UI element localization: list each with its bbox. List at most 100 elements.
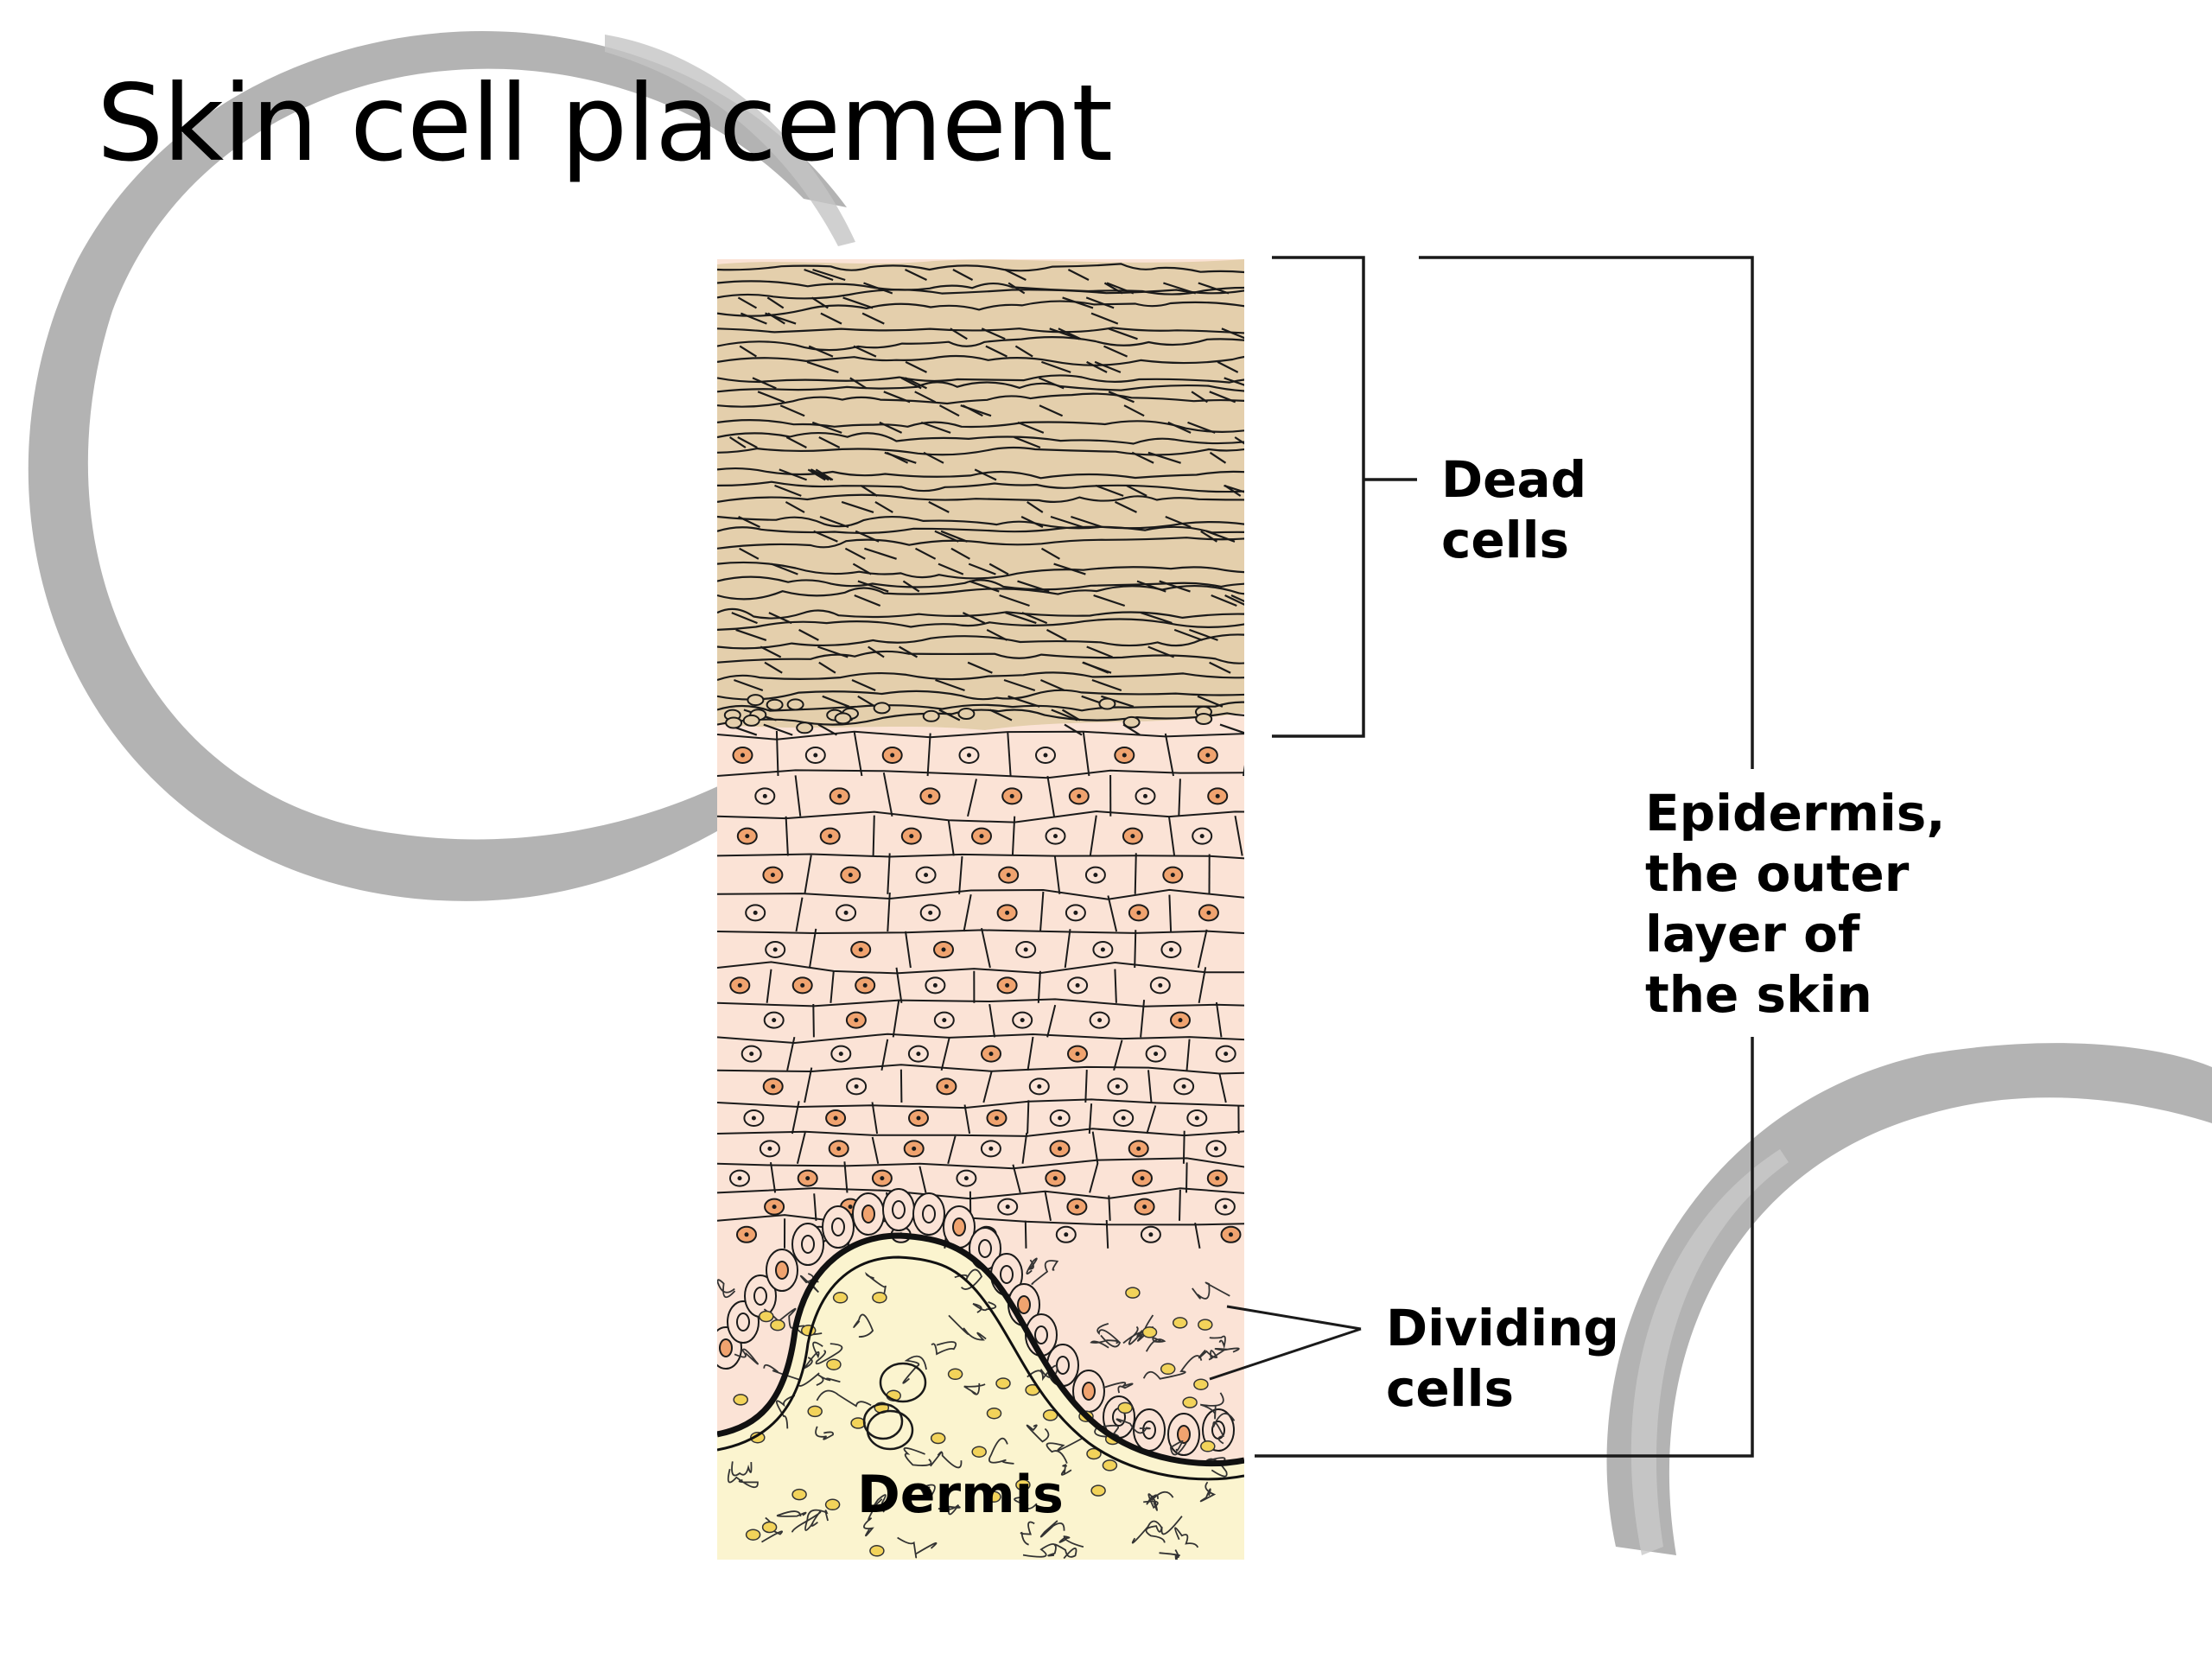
dermis-fiber bbox=[1090, 1339, 1120, 1349]
dead-cell-edge bbox=[1085, 296, 1115, 309]
cell-nucleolus bbox=[1206, 910, 1211, 915]
dead-cell-edge bbox=[1126, 484, 1147, 497]
basal-nucleus bbox=[978, 1239, 992, 1258]
dermis-fiber bbox=[1027, 1364, 1058, 1382]
dead-cell-edge bbox=[1020, 516, 1044, 528]
dead-cell-edge bbox=[1027, 500, 1044, 513]
dead-cell-edge bbox=[785, 500, 805, 513]
dermis-fiber bbox=[816, 1389, 872, 1408]
cell-wall bbox=[1147, 1070, 1153, 1103]
dermis-cell bbox=[872, 1291, 887, 1304]
dead-cell-edge bbox=[1090, 312, 1119, 325]
dead-cell-edge bbox=[1086, 360, 1108, 373]
cell-wall bbox=[795, 897, 804, 932]
dead-cell-edge bbox=[811, 421, 842, 434]
cell-nucleolus bbox=[1023, 947, 1028, 952]
cell-nucleolus bbox=[1064, 1232, 1069, 1237]
cell-wall bbox=[982, 1071, 993, 1103]
dead-cell-edge bbox=[818, 661, 836, 674]
dermis-fiber bbox=[1192, 1281, 1230, 1300]
cell-wall bbox=[1107, 895, 1118, 932]
dermis-fiber bbox=[972, 1301, 997, 1313]
cell-wall bbox=[766, 969, 772, 1003]
dead-cell-edge bbox=[1017, 580, 1050, 593]
dead-cell-edge bbox=[1091, 678, 1122, 692]
cell-wall bbox=[1179, 1189, 1181, 1221]
dead-cell-edge bbox=[1094, 360, 1122, 373]
basal-nucleus bbox=[1142, 1421, 1156, 1440]
cell-wall bbox=[1198, 967, 1207, 1003]
epidermis-label-line-1: Epidermis, bbox=[1645, 784, 1946, 842]
transition-nucleus bbox=[725, 716, 743, 729]
cell-wall bbox=[947, 819, 955, 856]
dead-cell-edge bbox=[923, 451, 944, 464]
dermis-fiber bbox=[863, 1510, 874, 1537]
dead-cell-edge bbox=[1131, 451, 1154, 464]
cell-wall bbox=[871, 1136, 880, 1165]
basal-nucleus bbox=[1000, 1265, 1014, 1284]
dermis-cell bbox=[947, 1368, 963, 1381]
cell-wall bbox=[1248, 1166, 1250, 1193]
basal-nucleus bbox=[831, 1217, 845, 1236]
dermis-fiber bbox=[902, 1355, 927, 1384]
cell-nucleolus bbox=[800, 982, 805, 988]
cell-row-edge bbox=[717, 1098, 1244, 1109]
dead-cell-edge bbox=[1230, 594, 1244, 602]
cell-nucleolus bbox=[967, 753, 971, 758]
dead-cell-edge bbox=[808, 345, 834, 358]
cell-nucleolus bbox=[836, 1146, 842, 1151]
dead-cell-edge bbox=[806, 360, 839, 373]
dead-cell-edge bbox=[905, 377, 927, 390]
dead-cell-edge bbox=[1082, 661, 1112, 674]
dead-cell-edge bbox=[779, 404, 805, 417]
dead-cell-edge bbox=[1039, 678, 1065, 692]
cell-nucleolus bbox=[1136, 910, 1141, 915]
dead-cell-stroke bbox=[717, 354, 1244, 366]
transition-nucleus bbox=[796, 721, 814, 734]
cell-wall bbox=[963, 1104, 971, 1135]
cell-wall bbox=[1164, 733, 1174, 777]
dead-cell-edge bbox=[1067, 269, 1090, 281]
cell-wall bbox=[1185, 1039, 1191, 1071]
cell-wall bbox=[1185, 1162, 1188, 1193]
cell-wall bbox=[988, 1003, 996, 1038]
cell-wall bbox=[1024, 1220, 1027, 1249]
dead-cell-edge bbox=[738, 516, 760, 528]
cell-wall bbox=[1194, 1223, 1201, 1249]
cell-nucleolus bbox=[741, 753, 745, 758]
decoration-brush-tail bbox=[605, 35, 855, 246]
transition-nucleus bbox=[786, 698, 804, 711]
dead-cell-stroke bbox=[717, 381, 1244, 393]
dead-cell-edge bbox=[1147, 451, 1181, 464]
cell-nucleolus bbox=[1199, 834, 1205, 839]
dead-cell-edge bbox=[1093, 594, 1126, 607]
dermis-cell bbox=[1102, 1459, 1118, 1471]
cell-nucleolus bbox=[1142, 1205, 1147, 1210]
dermis-cell bbox=[971, 1446, 987, 1458]
transition-nucleus bbox=[922, 709, 940, 722]
dermis-cells bbox=[733, 1287, 1216, 1557]
dermis-fiber bbox=[873, 1494, 887, 1513]
dermis-fiber bbox=[1131, 1516, 1183, 1544]
basal-nucleus bbox=[892, 1200, 906, 1219]
dead-cell-edge bbox=[914, 547, 937, 560]
cell-wall bbox=[785, 816, 789, 856]
cell-nucleolus bbox=[890, 753, 895, 758]
dead-cell-stroke bbox=[717, 289, 1244, 300]
cell-nucleolus bbox=[1006, 873, 1011, 878]
dead-cell-edge bbox=[851, 678, 876, 692]
dermis-fiber bbox=[1174, 1527, 1199, 1548]
dead-cell-edge bbox=[864, 547, 897, 560]
basal-nucleus bbox=[775, 1261, 789, 1280]
dermis-fiber bbox=[1142, 1355, 1203, 1380]
cell-wall bbox=[1134, 853, 1137, 894]
cell-wall bbox=[940, 1038, 950, 1071]
dermis-fiber bbox=[954, 1268, 983, 1290]
dermis-cell bbox=[1042, 1409, 1058, 1421]
dead-cell-edge bbox=[1108, 327, 1138, 340]
cell-nucleolus bbox=[1181, 1084, 1186, 1089]
dead-cell-edge bbox=[798, 628, 819, 641]
dermis-cell bbox=[1193, 1378, 1209, 1390]
cell-wall bbox=[887, 853, 891, 894]
dead-cell-edge bbox=[968, 563, 996, 575]
